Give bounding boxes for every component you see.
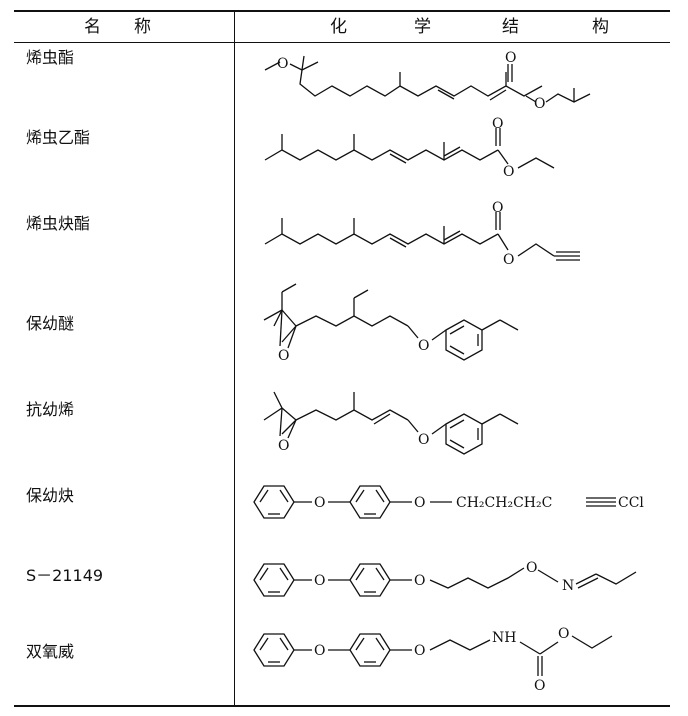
atom-o-ester: O <box>503 164 514 180</box>
header-structure-char-4: 构 <box>592 17 609 37</box>
table-top-rule <box>14 10 670 12</box>
structure-epofenonane: O O <box>263 283 519 364</box>
atom-o-ester: O <box>558 626 569 642</box>
atom-o2: O <box>414 643 425 659</box>
header-structure-char-3: 结 <box>502 17 519 37</box>
structure-kinoprene: O O <box>264 200 580 268</box>
atom-o-ester: O <box>534 96 545 112</box>
compound-name-kinoprene: 烯虫炔酯 <box>26 214 91 233</box>
atom-nh: NH <box>492 630 516 646</box>
atom-o-carbonyl: O <box>534 678 545 694</box>
atom-o-carbonyl: O <box>492 116 503 132</box>
column-divider <box>234 10 235 707</box>
compound-name-hydroprene: 烯虫乙酯 <box>26 128 91 147</box>
header-structure-char-2: 学 <box>414 17 431 37</box>
compound-name-fenoxycarb: 双氧威 <box>26 642 75 661</box>
atom-o3: O <box>526 560 537 576</box>
atom-o2: O <box>414 495 425 511</box>
atom-o-methoxy: O <box>277 56 288 72</box>
terminal-text: CCl <box>618 495 644 511</box>
atom-o-epoxide: O <box>278 348 289 364</box>
atom-o-ether: O <box>418 432 429 448</box>
structure-s21149: O O O N <box>253 560 637 597</box>
structure-fenoxycarb: O O NH O O <box>253 626 613 694</box>
atom-o-epoxide: O <box>278 438 289 454</box>
table-bottom-rule <box>14 705 670 707</box>
compound-name-epofenonane: 保幼醚 <box>26 314 75 333</box>
atom-o-ether: O <box>418 338 429 354</box>
header-structure-char-1: 化 <box>330 17 347 37</box>
chain-text: CH₂CH₂CH₂C <box>456 495 552 511</box>
structure-phenoxyphenoxy-alkyne: O O CH₂CH₂CH₂C CCl <box>253 485 644 519</box>
compound-name-s21149: S－21149 <box>26 566 104 585</box>
atom-o-carbonyl: O <box>492 200 503 216</box>
structure-hydroprene: O O <box>264 116 555 180</box>
atom-o1: O <box>314 643 325 659</box>
header-rule <box>14 42 670 43</box>
atom-o1: O <box>314 495 325 511</box>
atom-o-ester: O <box>503 252 514 268</box>
compound-name-pyriproxyfen-analog: 保幼炔 <box>26 486 75 505</box>
atom-o1: O <box>314 573 325 589</box>
atom-o2: O <box>414 573 425 589</box>
compound-name-methoprene: 烯虫酯 <box>26 48 75 67</box>
compound-name-triprene: 抗幼烯 <box>26 400 75 419</box>
atom-n: N <box>562 578 574 594</box>
header-name-char-1: 名 <box>84 17 101 37</box>
structure-methoprene: O O O <box>264 50 591 112</box>
atom-o-carbonyl: O <box>505 50 516 66</box>
structure-triprene: O O <box>263 391 519 455</box>
header-name-char-2: 称 <box>134 17 151 37</box>
